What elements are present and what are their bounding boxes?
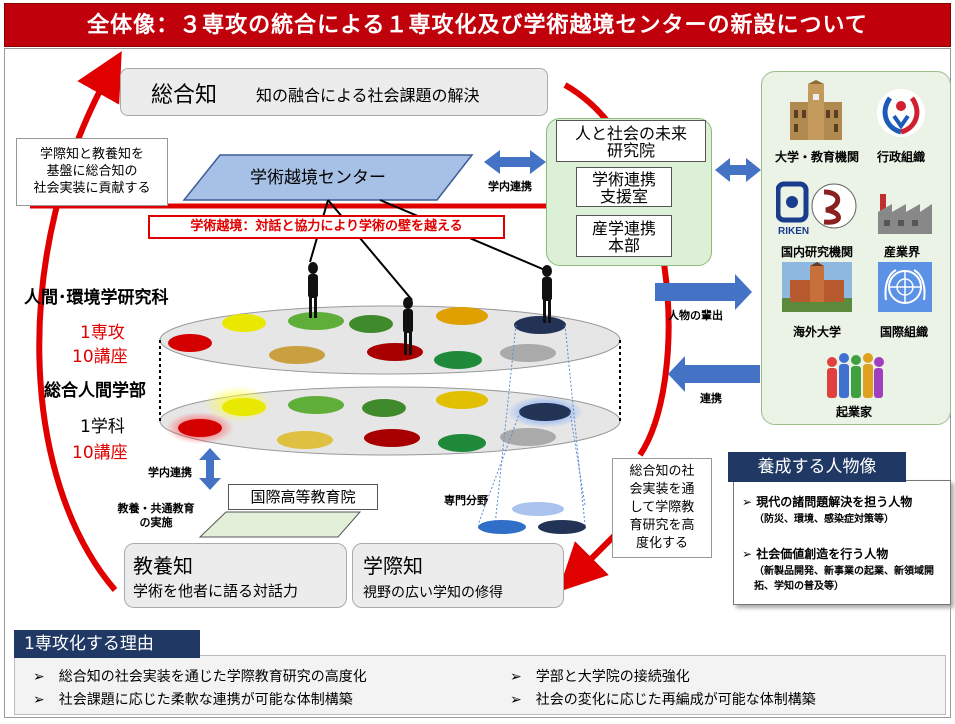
reason-item: ➢ 総合知の社会実装を通じた学際教育研究の高度化 (33, 666, 367, 686)
bullet-arrow-icon: ➢ (742, 495, 757, 509)
grad-major: 1専攻 (80, 323, 125, 343)
partner-label: 国内研究機関 (780, 245, 853, 259)
yosei-title: 養成する人物像 (728, 452, 906, 482)
bullet-arrow-icon: ➢ (33, 669, 59, 685)
yosei-item-head: 現代の諸問題解決を担う人物 (756, 495, 913, 509)
sogochi-name: 総合知 (151, 83, 218, 108)
gakusaichi-name: 学際知 (363, 554, 423, 578)
right-to-gakusaichi-arrow (558, 532, 618, 592)
intl-institute-box: 国際高等教育院 (228, 484, 378, 510)
speaker-silhouettes (308, 262, 552, 355)
university-building-icon (790, 80, 842, 140)
sogochi-note-box: 総合知の社 会実装を通 して学際教 育研究を高 度化する (612, 458, 712, 558)
bullet-arrow-icon: ➢ (510, 669, 536, 685)
liberal-education-label: 教養・共通教育 の実施 (108, 502, 204, 530)
box-line: 人と社会の未来 (574, 124, 687, 143)
kyoyochi-desc: 学術を他者に語る対話力 (133, 582, 299, 600)
note-line: 度化する (635, 536, 688, 551)
page-title: 全体像：３専攻の統合による１専攻化及び学術越境センターの新設について (4, 3, 951, 47)
future-institute-box: 人と社会の未来 研究院 (556, 120, 706, 162)
partner-label: 海外大学 (792, 325, 841, 339)
partner-label: 産業界 (883, 245, 920, 259)
industry-collab-box: 産学連携 本部 (576, 215, 672, 257)
partner-label: 起業家 (835, 405, 872, 419)
note-line: して学際教 (629, 500, 695, 515)
gakusaichi-desc: 視野の広い学知の修得 (363, 585, 503, 601)
field-label: 専門分野 (444, 494, 488, 507)
box-line: 研究院 (606, 141, 655, 160)
partner-label: 国際組織 (879, 325, 928, 339)
center-parallelogram (182, 154, 474, 201)
collab-label: 連携 (700, 392, 722, 405)
reason-text: 学部と大学院の接続強化 (535, 669, 690, 685)
sogochi-box: 総合知 知の融合による社会課題の解決 (120, 68, 548, 116)
factory-icon (878, 194, 932, 234)
reason-item: ➢ 社会課題に応じた柔軟な連携が可能な体制構築 (33, 689, 353, 709)
center-name: 学術越境センター (250, 168, 386, 188)
collab-support-box: 学術連携 支援室 (576, 167, 672, 207)
reasons-title: 1専攻化する理由 (14, 630, 200, 658)
undergrad-dept: 1学科 (80, 417, 125, 437)
government-logo-icon (877, 89, 925, 137)
left-description-box: 学際知と教養知を 基盤に総合知の 社会実装に貢献する (16, 138, 168, 206)
un-emblem-icon (878, 262, 932, 312)
center-intra-label: 学内連携 (488, 180, 532, 193)
partner-label: 大学・教育機関 (774, 150, 859, 164)
yosei-body: ➢ 現代の諸問題解決を担う人物 （防災、環境、感染症対策等） ➢ 社会価値創造を… (733, 480, 951, 605)
kyoyochi-name: 教養知 (133, 554, 193, 578)
reason-item: ➢ 学部と大学院の接続強化 (510, 666, 690, 686)
note-line: 会実装を通 (629, 482, 695, 497)
border-crossing-banner: 学術越境：対話と協力により学術の壁を越える (148, 215, 505, 239)
liberal-line: の実施 (139, 516, 173, 529)
bullet-arrow-icon: ➢ (742, 547, 757, 561)
left-box-line: 基盤に総合知の (46, 164, 138, 179)
left-box-line: 社会実装に貢献する (33, 181, 151, 196)
gakusaichi-box: 学際知 視野の広い学知の修得 (352, 543, 564, 608)
entrepreneurs-icon (827, 353, 884, 398)
note-line: 育研究を高 (629, 518, 695, 533)
riken-logo-text: RIKEN (778, 226, 809, 236)
reason-text: 社会課題に応じた柔軟な連携が可能な体制構築 (58, 692, 353, 708)
riken-logo-icon: RIKEN (776, 181, 857, 236)
reasons-body: ➢ 総合知の社会実装を通じた学際教育研究の高度化 ➢ 学部と大学院の接続強化 ➢… (14, 655, 946, 715)
undergrad-courses: 10講座 (72, 443, 128, 463)
outflow-label: 人物の輩出 (668, 309, 723, 322)
reason-item: ➢ 社会の変化に応じた再編成が可能な体制構築 (510, 689, 816, 709)
box-line: 産学連携 (591, 219, 656, 238)
grad-school-name: 人間･環境学研究科 (24, 288, 169, 308)
yosei-item-2: ➢ 社会価値創造を行う人物 （新製品開発、新事業の起業、新領域開拓、学知の普及等… (742, 545, 947, 592)
reason-text: 社会の変化に応じた再編成が可能な体制構築 (535, 692, 816, 708)
sogochi-desc: 知の融合による社会課題の解決 (256, 86, 480, 105)
partner-label: 行政組織 (876, 150, 925, 164)
undergrad-name: 総合人間学部 (44, 381, 146, 401)
liberal-line: 教養・共通教育 (117, 502, 195, 515)
left-box-line: 学際知と教養知を (39, 147, 144, 162)
box-line: 学術連携 (591, 170, 656, 189)
box-line: 本部 (607, 236, 640, 255)
note-line: 総合知の社 (629, 464, 695, 479)
yosei-item-sub: （新製品開発、新事業の起業、新領域開拓、学知の普及等） (754, 566, 934, 592)
lower-intra-label: 学内連携 (148, 466, 192, 479)
yosei-item-1: ➢ 現代の諸問題解決を担う人物 （防災、環境、感染症対策等） (742, 493, 947, 525)
box-line: 支援室 (599, 187, 648, 206)
yosei-item-sub: （防災、環境、感染症対策等） (754, 514, 894, 525)
bullet-arrow-icon: ➢ (510, 692, 536, 708)
overseas-university-icon (782, 262, 852, 312)
reason-text: 総合知の社会実装を通じた学際教育研究の高度化 (58, 669, 367, 685)
liberal-parallelogram (198, 511, 362, 538)
bullet-arrow-icon: ➢ (33, 692, 59, 708)
grad-courses: 10講座 (72, 347, 128, 367)
yosei-item-head: 社会価値創造を行う人物 (756, 547, 889, 561)
kyoyochi-box: 教養知 学術を他者に語る対話力 (124, 543, 347, 608)
